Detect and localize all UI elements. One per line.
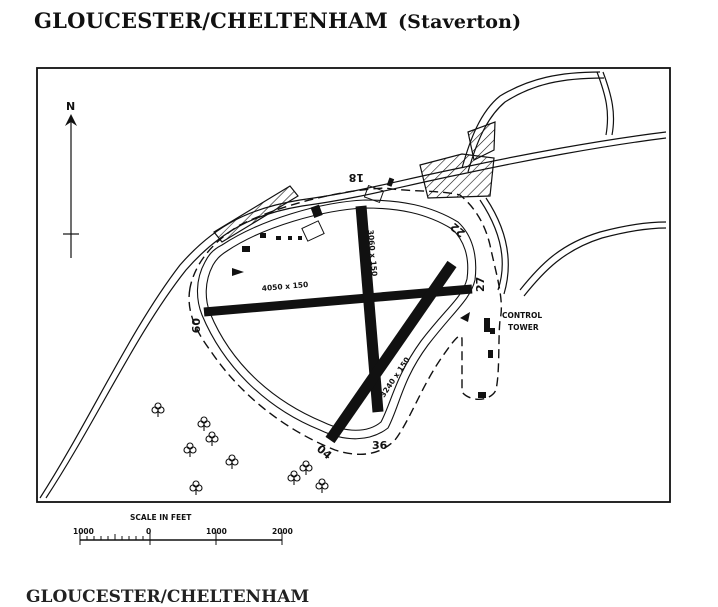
runways xyxy=(203,205,473,444)
north-arrow: N xyxy=(63,100,79,258)
runway-end-36: 36 xyxy=(372,439,388,452)
direction-marker-east xyxy=(460,312,470,322)
tree-icon xyxy=(205,431,219,446)
runway-18-36-dimensions: 3060 x 150 xyxy=(366,229,379,276)
runway-end-27: 27 xyxy=(474,277,487,292)
road-northeast xyxy=(596,71,609,136)
hatched-area-east xyxy=(419,153,495,199)
scale-tick-label: 1000 xyxy=(73,527,94,536)
airfield-subname: (Staverton) xyxy=(397,11,522,33)
runway-end-04: 04 xyxy=(314,442,334,462)
runway-end-18: 18 xyxy=(349,171,364,184)
scale-tick-label: 1000 xyxy=(206,527,227,536)
outline-buildings xyxy=(301,184,385,242)
control-tower-label-line2: TOWER xyxy=(508,323,539,332)
road-main-west xyxy=(39,131,667,499)
tree-icon xyxy=(299,460,313,475)
tree-icon xyxy=(287,470,301,485)
runway-04-22 xyxy=(325,260,457,444)
road-main-west-inner xyxy=(45,137,667,499)
scale-tick-label: 0 xyxy=(146,527,151,536)
road-northeast-inner xyxy=(602,71,615,136)
runway-end-22: 22 xyxy=(448,220,468,240)
road-tower-link-inner xyxy=(485,197,509,295)
scale-label: SCALE IN FEET xyxy=(130,513,192,522)
scale-bar: SCALE IN FEET 1000 0 1000 2000 xyxy=(73,513,293,545)
roads xyxy=(39,71,667,499)
scale-tick-label: 2000 xyxy=(272,527,293,536)
road-tower-link xyxy=(479,199,503,291)
north-label: N xyxy=(66,100,75,113)
tree-icon xyxy=(189,480,203,495)
tree-icon xyxy=(151,402,165,417)
next-page-title: GLOUCESTER/CHELTENHAM xyxy=(26,587,310,607)
hatched-area-west xyxy=(213,185,299,243)
tree-icon xyxy=(225,454,239,469)
control-tower-label-line1: CONTROL xyxy=(502,311,542,320)
road-east-inner xyxy=(523,227,667,297)
buildings xyxy=(242,177,495,398)
runway-09-27-dimensions: 4050 x 150 xyxy=(261,280,308,293)
direction-marker-west xyxy=(232,268,244,276)
page-title: GLOUCESTER/CHELTENHAM (Staverton) xyxy=(34,8,521,33)
map-frame xyxy=(36,67,671,503)
tree-symbols xyxy=(151,402,329,495)
hatched-area-north xyxy=(467,121,496,161)
airfield-name: GLOUCESTER/CHELTENHAM xyxy=(34,8,388,33)
tree-icon xyxy=(315,478,329,493)
tree-icon xyxy=(183,442,197,457)
tree-icon xyxy=(197,416,211,431)
runway-end-09: 09 xyxy=(189,318,202,333)
perimeter-track xyxy=(196,199,477,440)
road-east xyxy=(519,221,667,291)
